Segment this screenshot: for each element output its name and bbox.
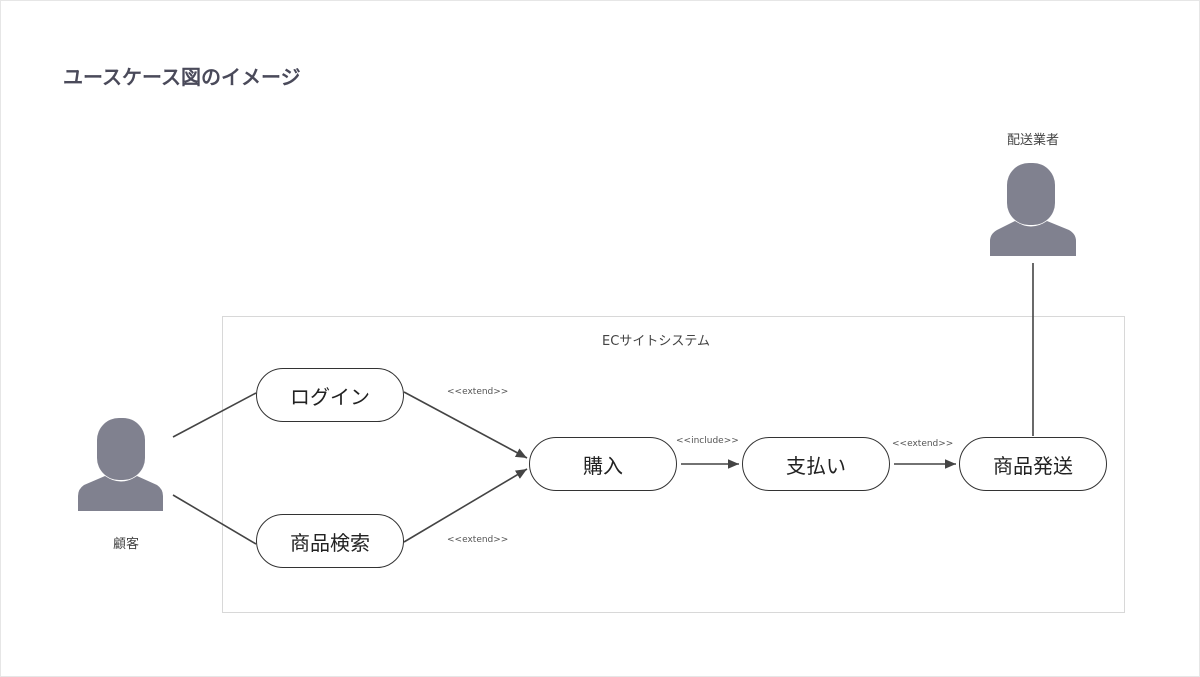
search-purchase-arrow <box>403 468 528 543</box>
customer-search-line <box>172 494 257 545</box>
customer-label: 顧客 <box>112 537 139 552</box>
shipper-label: 配送業者 <box>1006 133 1059 148</box>
usecase-purchase[interactable]: 購入 <box>529 437 677 491</box>
login-extend-label: <<extend>> <box>447 387 509 397</box>
search-extend-label: <<extend>> <box>447 535 509 545</box>
shipping-extend-label: <<extend>> <box>892 439 954 449</box>
system-boundary <box>222 316 1125 613</box>
system-title: ECサイトシステム <box>602 334 710 349</box>
usecase-search[interactable]: 商品検索 <box>256 514 404 568</box>
include-label: <<include>> <box>676 436 739 446</box>
page-title: ユースケース図のイメージ <box>63 65 301 89</box>
login-purchase-arrow <box>403 391 528 459</box>
usecase-payment[interactable]: 支払い <box>742 437 890 491</box>
customer-actor-icon <box>78 418 163 511</box>
shipper-actor-icon <box>990 163 1076 256</box>
usecase-login[interactable]: ログイン <box>256 368 404 422</box>
usecase-shipping[interactable]: 商品発送 <box>959 437 1107 491</box>
customer-login-line <box>172 392 257 438</box>
